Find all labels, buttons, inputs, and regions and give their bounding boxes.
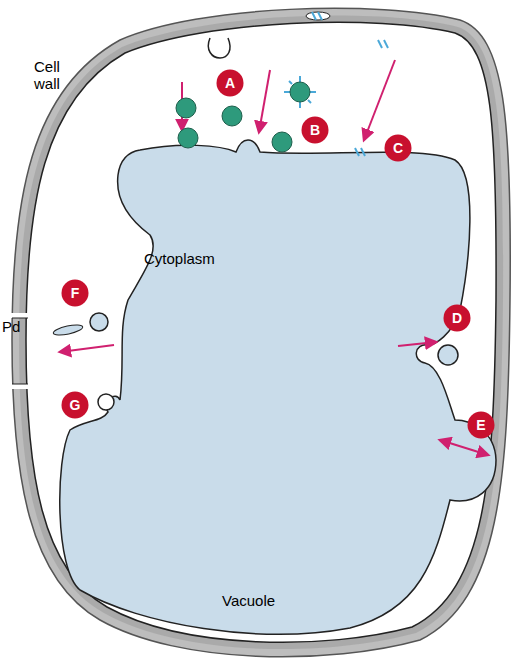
callout-circle: A bbox=[216, 69, 244, 97]
green-vesicle bbox=[176, 98, 196, 118]
callout-circle: C bbox=[384, 134, 412, 162]
vacuolar-vesicle bbox=[90, 313, 108, 331]
coated-vesicle bbox=[290, 82, 310, 102]
callout-circle: D bbox=[443, 304, 471, 332]
callout-circle: G bbox=[61, 391, 89, 419]
callout-letter: B bbox=[301, 116, 329, 144]
wall-protein bbox=[306, 12, 330, 20]
elongated-vesicle bbox=[52, 323, 83, 337]
plasmodesma bbox=[8, 313, 30, 318]
callout-letter: G bbox=[61, 391, 89, 419]
plasmodesma bbox=[8, 384, 30, 389]
callout-letter: F bbox=[61, 279, 89, 307]
callout-letter: D bbox=[443, 304, 471, 332]
callout-letter: C bbox=[384, 134, 412, 162]
callout-circle: E bbox=[467, 411, 495, 439]
cell-wall bbox=[12, 8, 510, 656]
callout-circle: F bbox=[61, 279, 89, 307]
part-label: Vacuole bbox=[222, 592, 302, 609]
callout-letter: A bbox=[216, 69, 244, 97]
part-label: Cell wall bbox=[34, 58, 78, 92]
callout-circle: B bbox=[301, 116, 329, 144]
fusing-vesicle bbox=[98, 394, 114, 410]
vacuole bbox=[60, 140, 496, 634]
budding-vesicle bbox=[208, 38, 230, 58]
cell-wall-inner-layer bbox=[19, 16, 503, 649]
vacuolar-vesicle bbox=[438, 345, 458, 365]
part-label: Pd bbox=[2, 318, 26, 335]
green-vesicle bbox=[272, 132, 292, 152]
callout-letter: E bbox=[467, 411, 495, 439]
plasma-membrane bbox=[26, 22, 496, 642]
part-label: Cytoplasm bbox=[144, 250, 234, 267]
green-vesicle bbox=[222, 106, 242, 126]
green-vesicle bbox=[178, 128, 198, 148]
coated-vesicle bbox=[284, 76, 316, 108]
